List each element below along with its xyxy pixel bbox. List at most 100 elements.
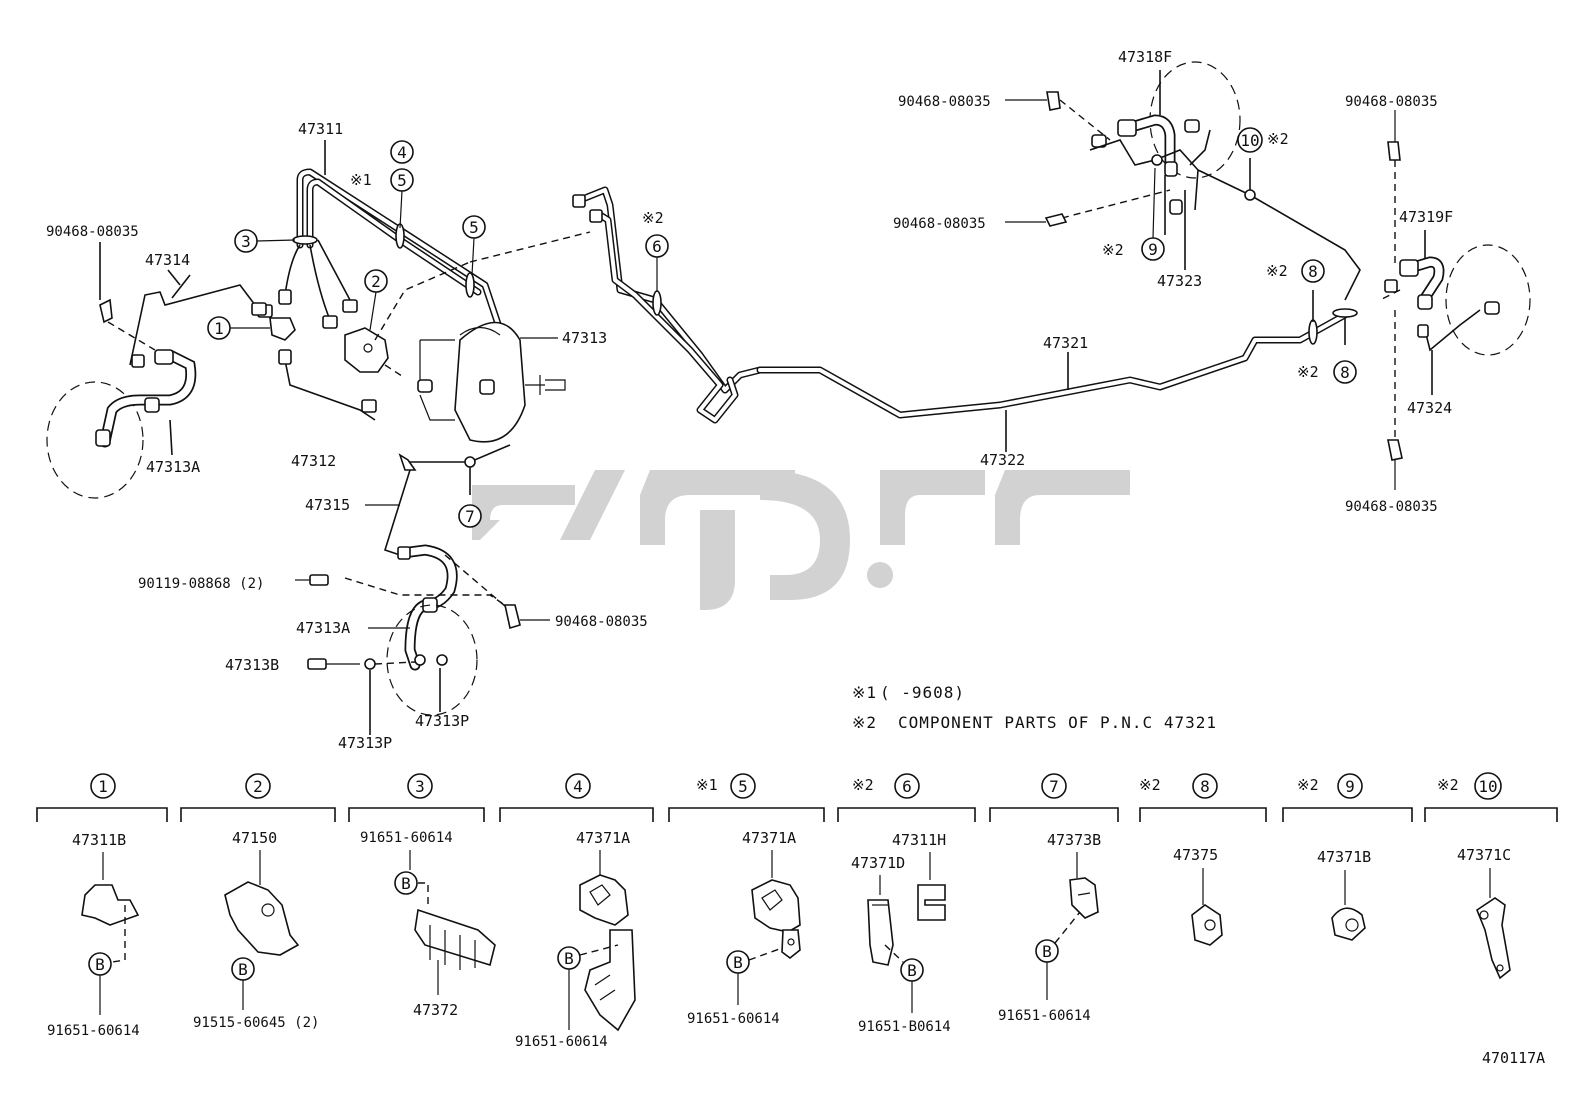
label-47324: 47324 <box>1407 399 1452 417</box>
note-2-text: COMPONENT PARTS OF P.N.C 47321 <box>898 713 1217 732</box>
detail-10: ※2 10 47371C <box>1424 772 1558 980</box>
detail-9: ※2 9 47371B <box>1282 773 1413 941</box>
svg-text:47373B: 47373B <box>1047 831 1101 849</box>
callout-3: 3 <box>234 229 258 253</box>
svg-text:B: B <box>1042 942 1052 961</box>
svg-text:2: 2 <box>253 777 263 796</box>
svg-text:※2: ※2 <box>1267 130 1289 148</box>
svg-text:91651-60614: 91651-60614 <box>687 1011 780 1027</box>
svg-text:8: 8 <box>1308 262 1318 281</box>
svg-text:7: 7 <box>465 507 475 526</box>
label-90468-left: 90468-08035 <box>46 224 139 240</box>
svg-text:6: 6 <box>652 237 662 256</box>
note-1-text: ( -9608) <box>880 683 965 702</box>
detail-1: 1 47311B B 91651-60614 <box>36 773 168 1039</box>
detail-2: 2 47150 B 91515-60645 (2) <box>180 773 336 1031</box>
label-47315: 47315 <box>305 496 350 514</box>
note-2-mark: ※2 <box>852 713 877 732</box>
callout-10: 10 <box>1237 127 1263 153</box>
svg-text:47372: 47372 <box>413 1001 458 1019</box>
main-rear-tubes <box>756 290 1358 452</box>
svg-text:7: 7 <box>1049 777 1059 796</box>
svg-text:91651-60614: 91651-60614 <box>998 1008 1091 1024</box>
svg-text:※2: ※2 <box>1139 776 1161 794</box>
label-90468-far1: 90468-08035 <box>1345 94 1438 110</box>
part-labels: 47311 90468-08035 4 7 3 1 4 47313A 47312 473… <box>46 48 1545 1067</box>
svg-text:10: 10 <box>1240 131 1259 150</box>
callout-4: 4 <box>390 140 414 164</box>
label-47313b: 47313B <box>225 656 279 674</box>
detail-7: 7 47373B B 91651-60614 <box>989 773 1119 1024</box>
svg-text:5: 5 <box>469 218 479 237</box>
callout-2: 2 <box>364 269 388 293</box>
svg-text:B: B <box>238 960 248 979</box>
label-47322: 47322 <box>980 451 1025 469</box>
svg-text:※2: ※2 <box>1266 262 1288 280</box>
callout-5a: 5 <box>390 168 414 192</box>
svg-text:※2: ※2 <box>1437 776 1459 794</box>
svg-text:5: 5 <box>738 777 748 796</box>
notes: ※1 ( -9608) ※2 COMPONENT PARTS OF P.N.C … <box>852 683 1217 732</box>
svg-text:10: 10 <box>1478 777 1497 796</box>
label-47313a-low: 47313A <box>296 619 350 637</box>
svg-text:47371A: 47371A <box>576 829 630 847</box>
detail-row: 1 47311B B 91651-60614 2 47150 B 91515-6… <box>36 772 1558 1050</box>
svg-text:※2: ※2 <box>1102 241 1124 259</box>
callout-8b: 8 <box>1333 360 1357 384</box>
label-47311: 47311 <box>298 120 343 138</box>
svg-text:47371D: 47371D <box>851 854 905 872</box>
svg-text:91515-60645 (2): 91515-60645 (2) <box>193 1015 319 1031</box>
callout-8a: 8 <box>1301 259 1325 283</box>
note-1-mark: ※1 <box>852 683 877 702</box>
label-90468-far2: 90468-08035 <box>1345 499 1438 515</box>
svg-text:91651-60614: 91651-60614 <box>360 830 453 846</box>
detail-8: ※2 8 47375 <box>1139 773 1267 946</box>
detail-4: 4 47371A B 91651-60614 <box>499 773 654 1050</box>
svg-text:9: 9 <box>1345 777 1355 796</box>
svg-text:3: 3 <box>415 777 425 796</box>
svg-text:4: 4 <box>573 777 583 796</box>
svg-text:47311H: 47311H <box>892 831 946 849</box>
svg-text:91651-B0614: 91651-B0614 <box>858 1019 951 1035</box>
rear-right-assembly <box>1379 110 1531 490</box>
label-47313p-b: 47313P <box>338 734 392 752</box>
callout-1: 1 <box>207 316 231 340</box>
svg-text:1: 1 <box>98 777 108 796</box>
svg-text:※1: ※1 <box>696 776 718 794</box>
label-47313a-left: 47313A <box>146 458 200 476</box>
callout-6: 6 <box>645 234 669 258</box>
detail-5: ※1 5 47371A B 91651-60614 <box>668 773 825 1027</box>
svg-text:47371C: 47371C <box>1457 846 1511 864</box>
svg-text:47375: 47375 <box>1173 846 1218 864</box>
label-90468-low: 90468-08035 <box>555 614 648 630</box>
svg-text:B: B <box>401 874 411 893</box>
label-90468-rt1: 90468-08035 <box>898 94 991 110</box>
detail-3: 3 91651-60614 B 47372 <box>348 773 496 1019</box>
svg-text:5: 5 <box>397 171 407 190</box>
svg-text:2: 2 <box>371 272 381 291</box>
svg-text:B: B <box>733 953 743 972</box>
svg-text:1: 1 <box>214 319 224 338</box>
svg-text:4: 4 <box>397 143 407 162</box>
svg-text:47150: 47150 <box>232 829 277 847</box>
svg-text:9: 9 <box>1148 240 1158 259</box>
svg-text:※2: ※2 <box>642 209 664 227</box>
svg-text:B: B <box>907 961 917 980</box>
svg-text:8: 8 <box>1200 777 1210 796</box>
label-47321: 47321 <box>1043 334 1088 352</box>
diagram-code: 470117A <box>1482 1049 1545 1067</box>
svg-text:B: B <box>95 955 105 974</box>
svg-text:※2: ※2 <box>1297 776 1319 794</box>
callouts: 1 2 3 4 ※1 5 5 ※2 6 7 10 ※2 ※2 9 ※2 8 ※2… <box>207 127 1357 528</box>
rear-left-assembly <box>1005 61 1361 301</box>
svg-text:91651-60614: 91651-60614 <box>47 1023 140 1039</box>
svg-text:47311B: 47311B <box>72 831 126 849</box>
label-90468-rt2: 90468-08035 <box>893 216 986 232</box>
svg-text:47371A: 47371A <box>742 829 796 847</box>
callout-7: 7 <box>458 504 482 528</box>
label-47318f: 47318F <box>1118 48 1172 66</box>
svg-text:※2: ※2 <box>1297 363 1319 381</box>
label-47312: 47312 <box>291 452 336 470</box>
svg-text:B: B <box>564 949 574 968</box>
